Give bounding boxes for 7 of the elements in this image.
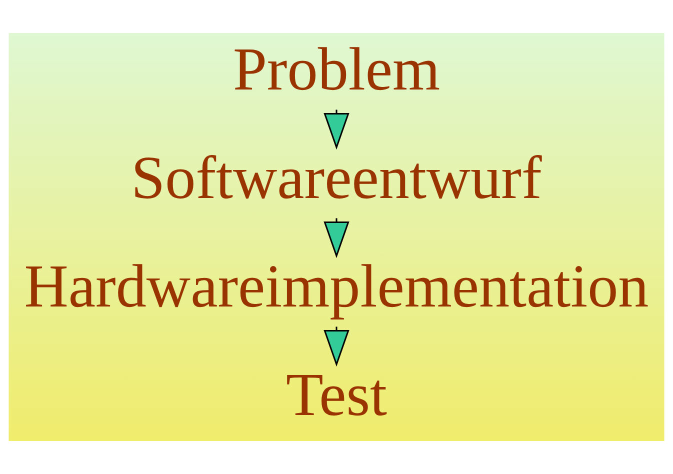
arrow	[324, 110, 350, 150]
arrow	[324, 326, 350, 367]
node-text: Softwareentwurf	[131, 145, 542, 212]
arrow	[324, 218, 350, 258]
node-text: Problem	[232, 36, 440, 104]
node-text: Test	[286, 362, 387, 430]
node-text: Hardwareimplementation	[24, 254, 649, 321]
